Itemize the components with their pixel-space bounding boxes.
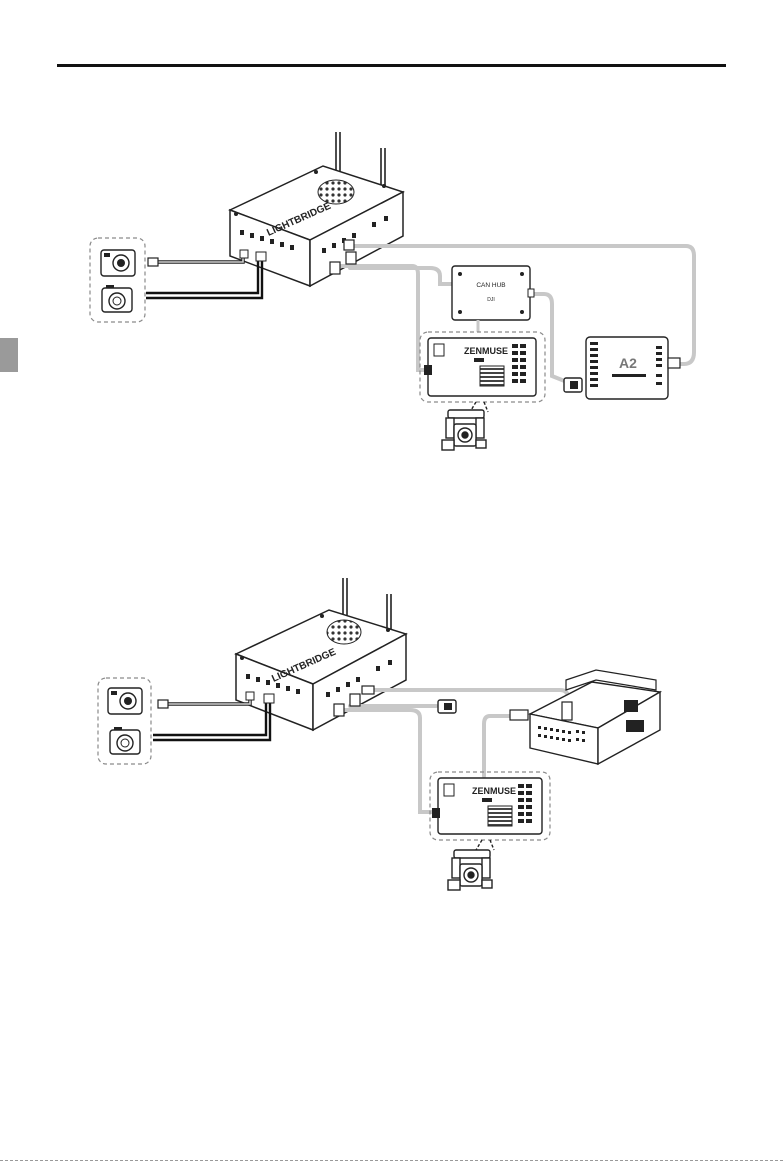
connector-icon: [148, 258, 158, 266]
zenmuse-label: ZENMUSE: [464, 346, 508, 356]
zenmuse-group-2: ZENMUSE: [430, 772, 550, 840]
flight-controller-box: [510, 670, 660, 764]
camera-cables: [146, 250, 266, 298]
can-hub: CAN HUB DJI: [452, 266, 534, 320]
a2-label: A2: [619, 355, 637, 371]
diagram-wookong-setup: LIGHTBRIDGE: [98, 578, 660, 890]
action-camera-icon: [108, 688, 142, 714]
camera-group: [90, 238, 145, 322]
zenmuse-group: ZENMUSE: [420, 332, 545, 402]
can-hub-sub: DJI: [487, 297, 495, 303]
gimbal-icon: [442, 402, 488, 450]
compact-camera-icon: [110, 727, 140, 754]
compact-camera-icon: [102, 285, 132, 312]
a2-plug: [564, 378, 582, 392]
loose-plug: [438, 700, 456, 713]
gimbal-icon: [448, 840, 494, 890]
action-camera-icon: [101, 250, 135, 276]
connector-icon: [158, 700, 168, 708]
zenmuse-label-2: ZENMUSE: [472, 786, 516, 796]
can-hub-label: CAN HUB: [476, 282, 505, 289]
diagram-a2-setup: LIGHTBRIDGE: [90, 132, 694, 450]
camera-group-2: [98, 678, 151, 764]
a2-flight-controller: A2: [586, 337, 680, 399]
